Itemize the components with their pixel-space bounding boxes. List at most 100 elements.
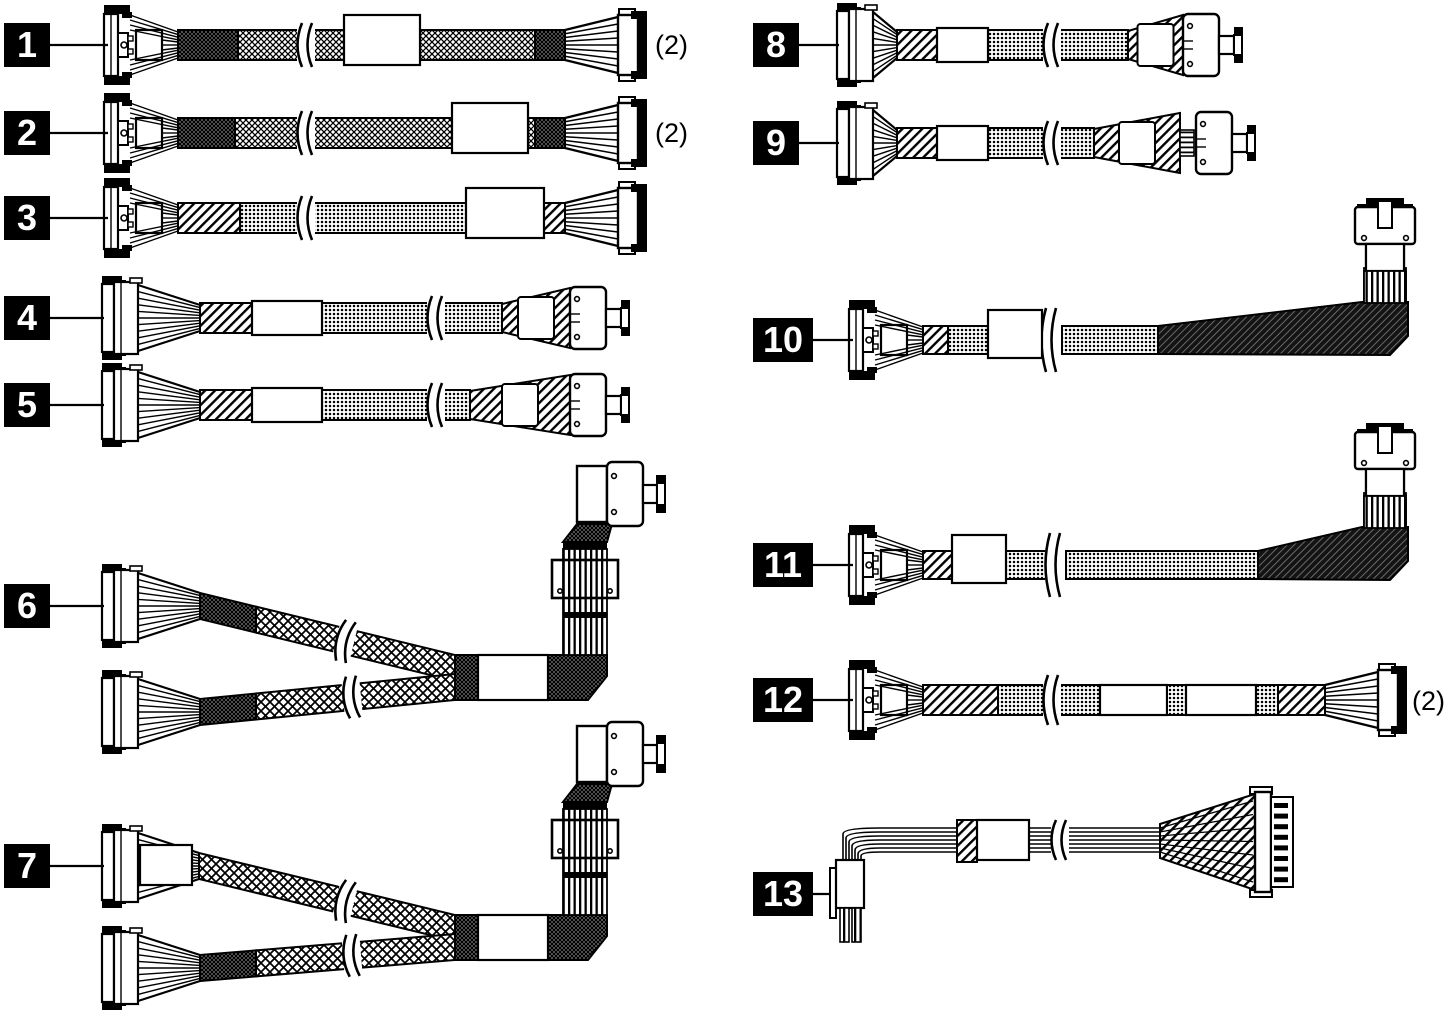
wire-line [129, 57, 179, 76]
connector-rivet [606, 587, 613, 594]
connector-rivet [1186, 60, 1194, 68]
wire-line [874, 707, 924, 721]
wire-line [137, 325, 201, 339]
wire-line [1159, 827, 1254, 837]
cable-badge [753, 318, 813, 362]
wire-line [129, 49, 179, 61]
wire-line [137, 972, 201, 982]
wire-line [1159, 800, 1254, 829]
connector-rivet [573, 295, 581, 303]
connector-rivet [556, 587, 563, 594]
cable-branch-segment [199, 949, 257, 983]
wire-line [137, 310, 201, 317]
left-connector-latch-plug [847, 525, 924, 605]
cable-segment [321, 389, 431, 421]
cable-segment [987, 29, 1047, 61]
connector-bracket [100, 932, 116, 1004]
wire-line [129, 137, 179, 149]
wire-line [872, 37, 898, 44]
cable-label-box [950, 533, 1008, 585]
wire-line [564, 48, 619, 53]
left-connector-shrouded-header [100, 276, 201, 360]
wire-line [137, 391, 201, 401]
wire-line [161, 47, 179, 51]
wire-line [564, 55, 619, 67]
wire-line [1324, 678, 1379, 690]
wire-line [137, 610, 201, 620]
wire-line [137, 406, 201, 413]
wire-line [129, 117, 179, 129]
wire-line [564, 228, 619, 240]
wire-line [872, 54, 898, 72]
connector-rivet [865, 561, 873, 569]
cable-segment [1166, 684, 1187, 716]
boot-window [1136, 23, 1175, 67]
boot-window [1118, 121, 1156, 165]
connector-body [575, 464, 609, 524]
wire-line [1324, 670, 1379, 687]
right-connector-card-edge [1324, 663, 1407, 737]
cable-11: 11 [753, 423, 1417, 605]
wire-line [1324, 692, 1379, 697]
cable-label-box [986, 308, 1044, 360]
connector-body [616, 13, 640, 77]
wire-line [874, 344, 924, 356]
cable-label-box [450, 101, 530, 155]
wire-line [874, 539, 924, 556]
connector-strain-relief [1364, 467, 1406, 498]
connector-body [112, 367, 140, 443]
connector-rivet [865, 696, 873, 704]
wire-line [129, 102, 179, 121]
connector-strain-relief [1364, 242, 1406, 273]
connector-body [112, 568, 140, 644]
right-connector-multi-pin-power [1249, 786, 1294, 898]
connector-rivet [1199, 120, 1207, 128]
wire-line [137, 598, 201, 605]
cable-badge [4, 111, 50, 155]
qty-note: (2) [655, 118, 688, 148]
badge-number: 8 [766, 24, 786, 65]
cable-badge [753, 121, 799, 165]
cable-label-box [935, 124, 990, 162]
left-connector-shrouded-header [100, 670, 201, 754]
cable-badge [4, 196, 50, 240]
wire-line [564, 51, 619, 60]
wire-line [872, 46, 898, 53]
connector-rivet [120, 41, 128, 49]
wire-line [874, 674, 924, 691]
wire-line [137, 721, 201, 740]
connector-rivet [1186, 22, 1194, 30]
wire-line [564, 146, 619, 163]
wire-line [564, 139, 619, 148]
wire-line [129, 29, 179, 41]
badge-number: 7 [17, 845, 37, 886]
wire-line [137, 960, 201, 967]
wire-line [129, 142, 179, 159]
connector-rivet [1360, 234, 1368, 242]
cable-break-mark [330, 615, 360, 667]
badge-number: 3 [17, 197, 37, 238]
wire-line [137, 409, 201, 419]
connector-pin [851, 907, 862, 943]
wire-line [137, 283, 201, 307]
cable-label-box [1098, 683, 1169, 717]
wire-line [874, 704, 924, 716]
connector-boot [560, 783, 614, 803]
cable-badge [4, 844, 50, 888]
connector-body [1253, 790, 1273, 894]
connector-end-bar [1233, 34, 1243, 56]
wire-line [129, 14, 179, 33]
wire-line [874, 309, 924, 328]
connector-tongue [604, 394, 623, 416]
wire-line [137, 617, 201, 641]
cable-segment [987, 127, 1047, 159]
cable-5: 5 [4, 363, 630, 447]
cable-break-mark [426, 380, 445, 430]
connector-rivet [573, 382, 581, 390]
wire-line [137, 592, 201, 602]
wire-line [129, 107, 179, 124]
cable-segment [534, 29, 566, 61]
connector-end-bar [656, 742, 666, 766]
connector-body [575, 724, 609, 784]
